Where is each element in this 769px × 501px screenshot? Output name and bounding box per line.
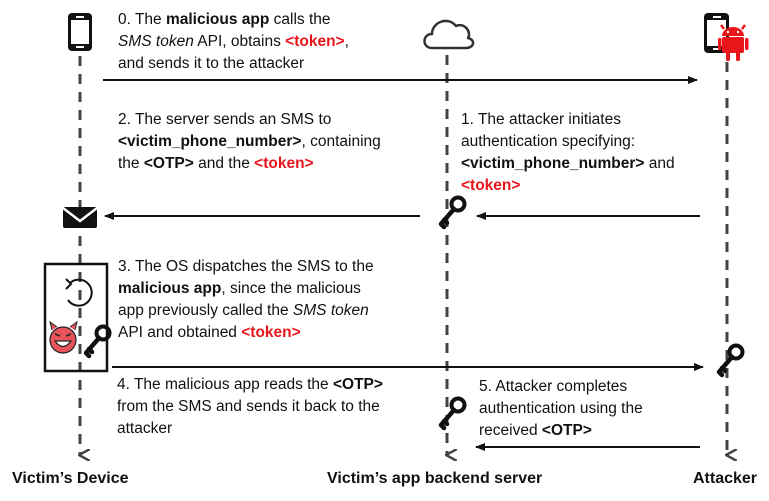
- android-devil-icon: [718, 24, 749, 61]
- lane-label-victim-device: Victim’s Device: [12, 470, 129, 487]
- devil-face-icon: [49, 320, 78, 354]
- smartphone-icon: [68, 13, 92, 51]
- step-2-text: 2. The server sends an SMS to <victim_ph…: [118, 111, 381, 172]
- key-icon: [441, 399, 465, 429]
- key-icon: [719, 346, 743, 376]
- step-1-text: 1. The attacker initiates authentication…: [461, 111, 675, 194]
- step-5-text: 5. Attacker completes authentication usi…: [479, 378, 643, 439]
- os-dispatch-box: [43, 262, 109, 373]
- refresh-icon: [65, 278, 93, 307]
- key-icon: [441, 198, 465, 228]
- lane-label-attacker: Attacker: [693, 470, 758, 487]
- cloud-icon: [423, 19, 475, 50]
- step-4-text: 4. The malicious app reads the <OTP> fro…: [117, 376, 383, 437]
- step-3-text: 3. The OS dispatches the SMS to the mali…: [118, 258, 374, 341]
- step-0-text: 0. The malicious app calls the SMS token…: [118, 11, 349, 72]
- envelope-icon: [62, 207, 98, 228]
- lane-label-backend: Victim’s app backend server: [327, 470, 543, 487]
